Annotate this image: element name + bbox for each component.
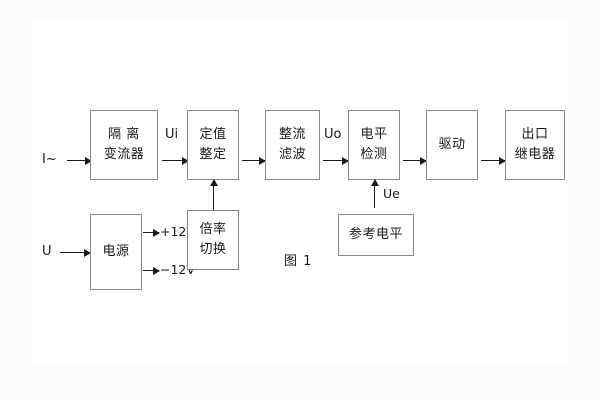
block-line: 出口	[521, 126, 549, 142]
block-line: 电平	[360, 126, 388, 142]
current-input-label: I~	[42, 152, 57, 167]
supply-negative-label: −12V	[160, 262, 195, 277]
block-setting-adjustment: 定值 整定	[187, 110, 239, 180]
arrow-level-detection-to-drive	[403, 156, 427, 165]
block-output-relay: 出口 继电器	[505, 110, 565, 180]
arrow-voltage-to-power-supply	[60, 248, 91, 257]
block-power-supply: 电源	[90, 214, 142, 290]
block-line: 定值	[199, 126, 227, 142]
block-drive: 驱动	[426, 110, 478, 180]
block-line: 整流	[278, 126, 306, 142]
arrow-supply-positive	[143, 228, 160, 237]
figure-caption: 图 1	[284, 254, 313, 269]
arrow-setting-to-rectifier	[242, 156, 266, 165]
block-line: 驱动	[438, 136, 466, 152]
supply-positive-label: +12V	[160, 224, 195, 239]
uo-signal-label: Uo	[324, 127, 342, 142]
ue-signal-label: Ue	[383, 186, 400, 201]
block-line: 隔 离	[108, 126, 140, 142]
block-multiplier-switch: 倍率 切换	[187, 210, 239, 270]
block-line: 检测	[360, 147, 388, 162]
figure-diagram: I~ 隔 离 变流器 Ui 定值 整定 整流 滤波 Uo 电平 检测 驱动 出口…	[32, 22, 568, 362]
block-reference-level: 参考电平	[338, 214, 414, 256]
arrow-drive-to-output-relay	[481, 156, 506, 165]
block-line: 切换	[199, 242, 227, 257]
block-line: 滤波	[278, 147, 306, 162]
arrow-multiplier-to-setting	[209, 179, 218, 210]
arrow-reference-to-level-detection	[370, 179, 379, 208]
block-level-detection: 电平 检测	[348, 110, 400, 180]
block-line: 电源	[102, 243, 130, 259]
block-line: 整定	[199, 147, 227, 162]
arrow-isolation-to-setting	[162, 156, 189, 165]
arrow-supply-negative	[143, 266, 160, 275]
block-isolation-transformer: 隔 离 变流器	[90, 110, 158, 180]
block-line: 变流器	[103, 147, 145, 162]
voltage-input-label: U	[42, 244, 52, 259]
block-line: 倍率	[199, 221, 227, 237]
block-rectifier-filter: 整流 滤波	[265, 110, 320, 180]
ui-signal-label: Ui	[165, 127, 179, 142]
block-line: 继电器	[514, 147, 556, 162]
arrow-rectifier-to-level-detection	[323, 156, 349, 165]
arrow-current-to-isolation	[67, 156, 92, 165]
block-line: 参考电平	[348, 226, 403, 242]
